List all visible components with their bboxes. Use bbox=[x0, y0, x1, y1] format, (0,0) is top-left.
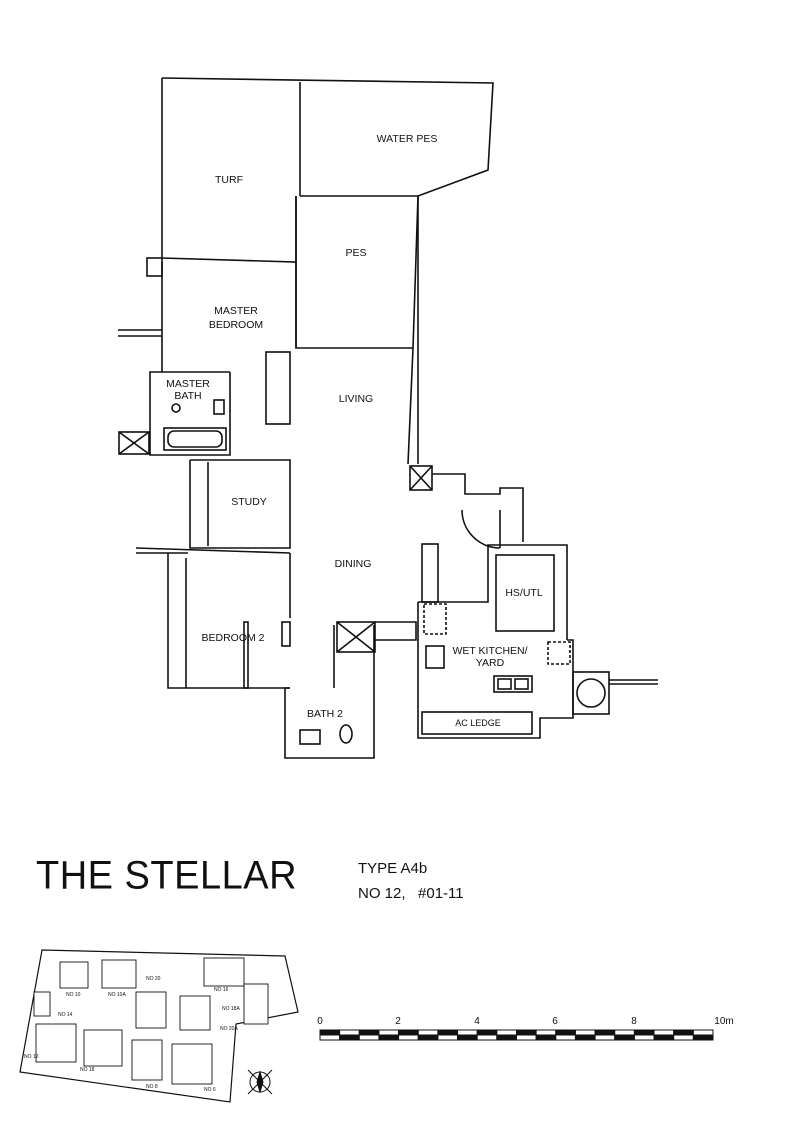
scale-segment bbox=[358, 1034, 380, 1041]
scale-segment bbox=[574, 1029, 596, 1036]
site-label-no12: NO 12 bbox=[24, 1054, 39, 1060]
scale-segment bbox=[633, 1029, 655, 1036]
scale-label-0: 0 bbox=[317, 1016, 323, 1027]
scale-segment bbox=[574, 1034, 596, 1041]
scale-segment bbox=[398, 1029, 419, 1036]
scale-segment bbox=[535, 1034, 557, 1041]
site-label-no10a: NO 10A bbox=[108, 992, 126, 998]
scale-label-8: 8 bbox=[631, 1016, 637, 1027]
label-hs-utl: HS/UTL bbox=[505, 587, 543, 599]
project-title: THE STELLAR bbox=[36, 853, 298, 899]
site-label-no20a: NO 20A bbox=[220, 1026, 238, 1032]
scale-segment bbox=[516, 1034, 537, 1041]
scale-segment bbox=[555, 1029, 576, 1036]
site-label-no18a: NO 18A bbox=[222, 1006, 240, 1012]
scale-segment bbox=[319, 1034, 341, 1041]
scale-segment bbox=[692, 1034, 714, 1041]
site-label-no20: NO 20 bbox=[146, 976, 161, 982]
label-water-pes: WATER PES bbox=[377, 133, 438, 145]
label-dining: DINING bbox=[335, 558, 372, 570]
compass-north-icon bbox=[247, 1069, 273, 1095]
scale-segment bbox=[339, 1034, 360, 1041]
label-master-bath-line1: MASTER bbox=[166, 378, 210, 390]
turf-outline bbox=[161, 78, 297, 263]
scale-segment bbox=[457, 1029, 478, 1036]
scale-segment bbox=[673, 1034, 694, 1041]
label-master-bath-line2: BATH bbox=[174, 390, 201, 402]
label-master-bedroom-line1: MASTER bbox=[214, 305, 258, 317]
label-master-bedroom-line2: BEDROOM bbox=[209, 319, 263, 331]
scale-segment bbox=[653, 1034, 675, 1041]
scale-segment bbox=[437, 1029, 459, 1036]
label-wet-kitchen-line1: WET KITCHEN/ bbox=[452, 645, 527, 657]
scale-label-2: 2 bbox=[395, 1016, 401, 1027]
site-label-no6: NO 6 bbox=[204, 1087, 216, 1093]
unit-number: NO 12, #01-11 bbox=[358, 885, 464, 902]
scale-segment bbox=[555, 1034, 576, 1041]
scale-segment bbox=[358, 1029, 380, 1036]
scale-segment bbox=[633, 1034, 655, 1041]
site-label-no18: NO 18 bbox=[80, 1067, 95, 1073]
scale-segment bbox=[378, 1034, 400, 1041]
scale-segment bbox=[378, 1029, 400, 1036]
scale-label-6: 6 bbox=[552, 1016, 558, 1027]
scale-segment bbox=[398, 1034, 419, 1041]
site-label-no16: NO 16 bbox=[214, 987, 229, 993]
scale-label-4: 4 bbox=[474, 1016, 480, 1027]
site-key-plan: NO 10 NO 10A NO 20 NO 14 NO 18 NO 18A NO… bbox=[19, 949, 299, 1103]
label-living: LIVING bbox=[339, 393, 373, 405]
label-turf: TURF bbox=[215, 174, 243, 186]
label-wet-kitchen-line2: YARD bbox=[476, 657, 505, 669]
scale-segment bbox=[476, 1034, 498, 1041]
site-label-no14: NO 14 bbox=[58, 1012, 73, 1018]
scale-segment bbox=[339, 1029, 360, 1036]
scale-segment bbox=[319, 1029, 341, 1036]
scale-segment bbox=[594, 1034, 616, 1041]
scale-segment bbox=[614, 1034, 635, 1041]
label-study: STUDY bbox=[231, 496, 267, 508]
scale-segment bbox=[496, 1029, 518, 1036]
scale-segment bbox=[496, 1034, 518, 1041]
scale-segment bbox=[417, 1029, 439, 1036]
scale-segment bbox=[516, 1029, 537, 1036]
scale-segment bbox=[417, 1034, 439, 1041]
label-bedroom-2: BEDROOM 2 bbox=[201, 632, 264, 644]
label-pes: PES bbox=[345, 247, 366, 259]
water-pes-outline bbox=[161, 77, 494, 197]
site-label-no10: NO 10 bbox=[66, 992, 81, 998]
label-ac-ledge: AC LEDGE bbox=[455, 718, 501, 728]
scale-segment bbox=[476, 1029, 498, 1036]
scale-bar: 0 2 4 6 8 10m bbox=[317, 1016, 734, 1041]
scale-segment bbox=[594, 1029, 616, 1036]
scale-segment bbox=[535, 1029, 557, 1036]
room-labels: TURF WATER PES PES MASTER BEDROOM MASTER… bbox=[166, 133, 543, 728]
scale-segment bbox=[673, 1029, 694, 1036]
scale-segment bbox=[653, 1029, 675, 1036]
scale-segment bbox=[437, 1034, 459, 1041]
floor-plan-walls bbox=[118, 77, 658, 759]
scale-segment bbox=[692, 1029, 714, 1036]
site-label-no8: NO 8 bbox=[146, 1084, 158, 1090]
unit-type: TYPE A4b bbox=[358, 860, 428, 877]
label-bath-2: BATH 2 bbox=[307, 708, 343, 720]
scale-segment bbox=[614, 1029, 635, 1036]
scale-segment bbox=[457, 1034, 478, 1041]
scale-label-10m: 10m bbox=[714, 1016, 733, 1027]
